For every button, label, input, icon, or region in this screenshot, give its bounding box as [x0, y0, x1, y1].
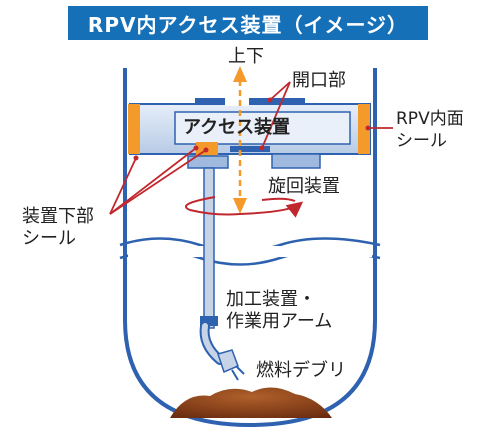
rotation-arrow — [184, 196, 304, 218]
lower-opening-plate — [230, 146, 270, 152]
up-down-arrow — [233, 66, 247, 214]
rotating-block — [271, 153, 321, 169]
label-opening: 開口部 — [292, 70, 346, 91]
rpv-seal-left — [128, 104, 140, 154]
label-arm-1: 加工装置・ — [226, 289, 316, 310]
label-fuel-debris: 燃料デブリ — [256, 359, 346, 381]
tool-head — [217, 349, 245, 381]
label-rpv-inner-seal-1: RPV内面 — [396, 109, 464, 129]
label-rpv-inner-seal-2: シール — [396, 131, 447, 151]
fuel-debris-pile — [170, 387, 332, 418]
label-device-lower-seal-2: シール — [22, 228, 76, 249]
label-access-device: アクセス装置 — [183, 116, 290, 138]
label-up-down: 上下 — [228, 46, 264, 67]
rpv-seal-right — [358, 104, 370, 154]
leader-lines — [109, 81, 393, 215]
break-gap — [128, 246, 372, 257]
opening-gap — [225, 96, 249, 106]
opening-plate — [195, 98, 305, 104]
leader-dots — [133, 97, 371, 161]
arm-joint — [200, 316, 218, 326]
arm-mast — [203, 167, 215, 329]
label-rotating-device: 旋回装置 — [268, 176, 340, 197]
label-arm-2: 作業用アーム — [226, 311, 332, 332]
diagram-title: RPV内アクセス装置（イメージ） — [68, 6, 428, 40]
access-device-body — [174, 111, 351, 145]
label-device-lower-seal-1: 装置下部 — [22, 206, 94, 227]
